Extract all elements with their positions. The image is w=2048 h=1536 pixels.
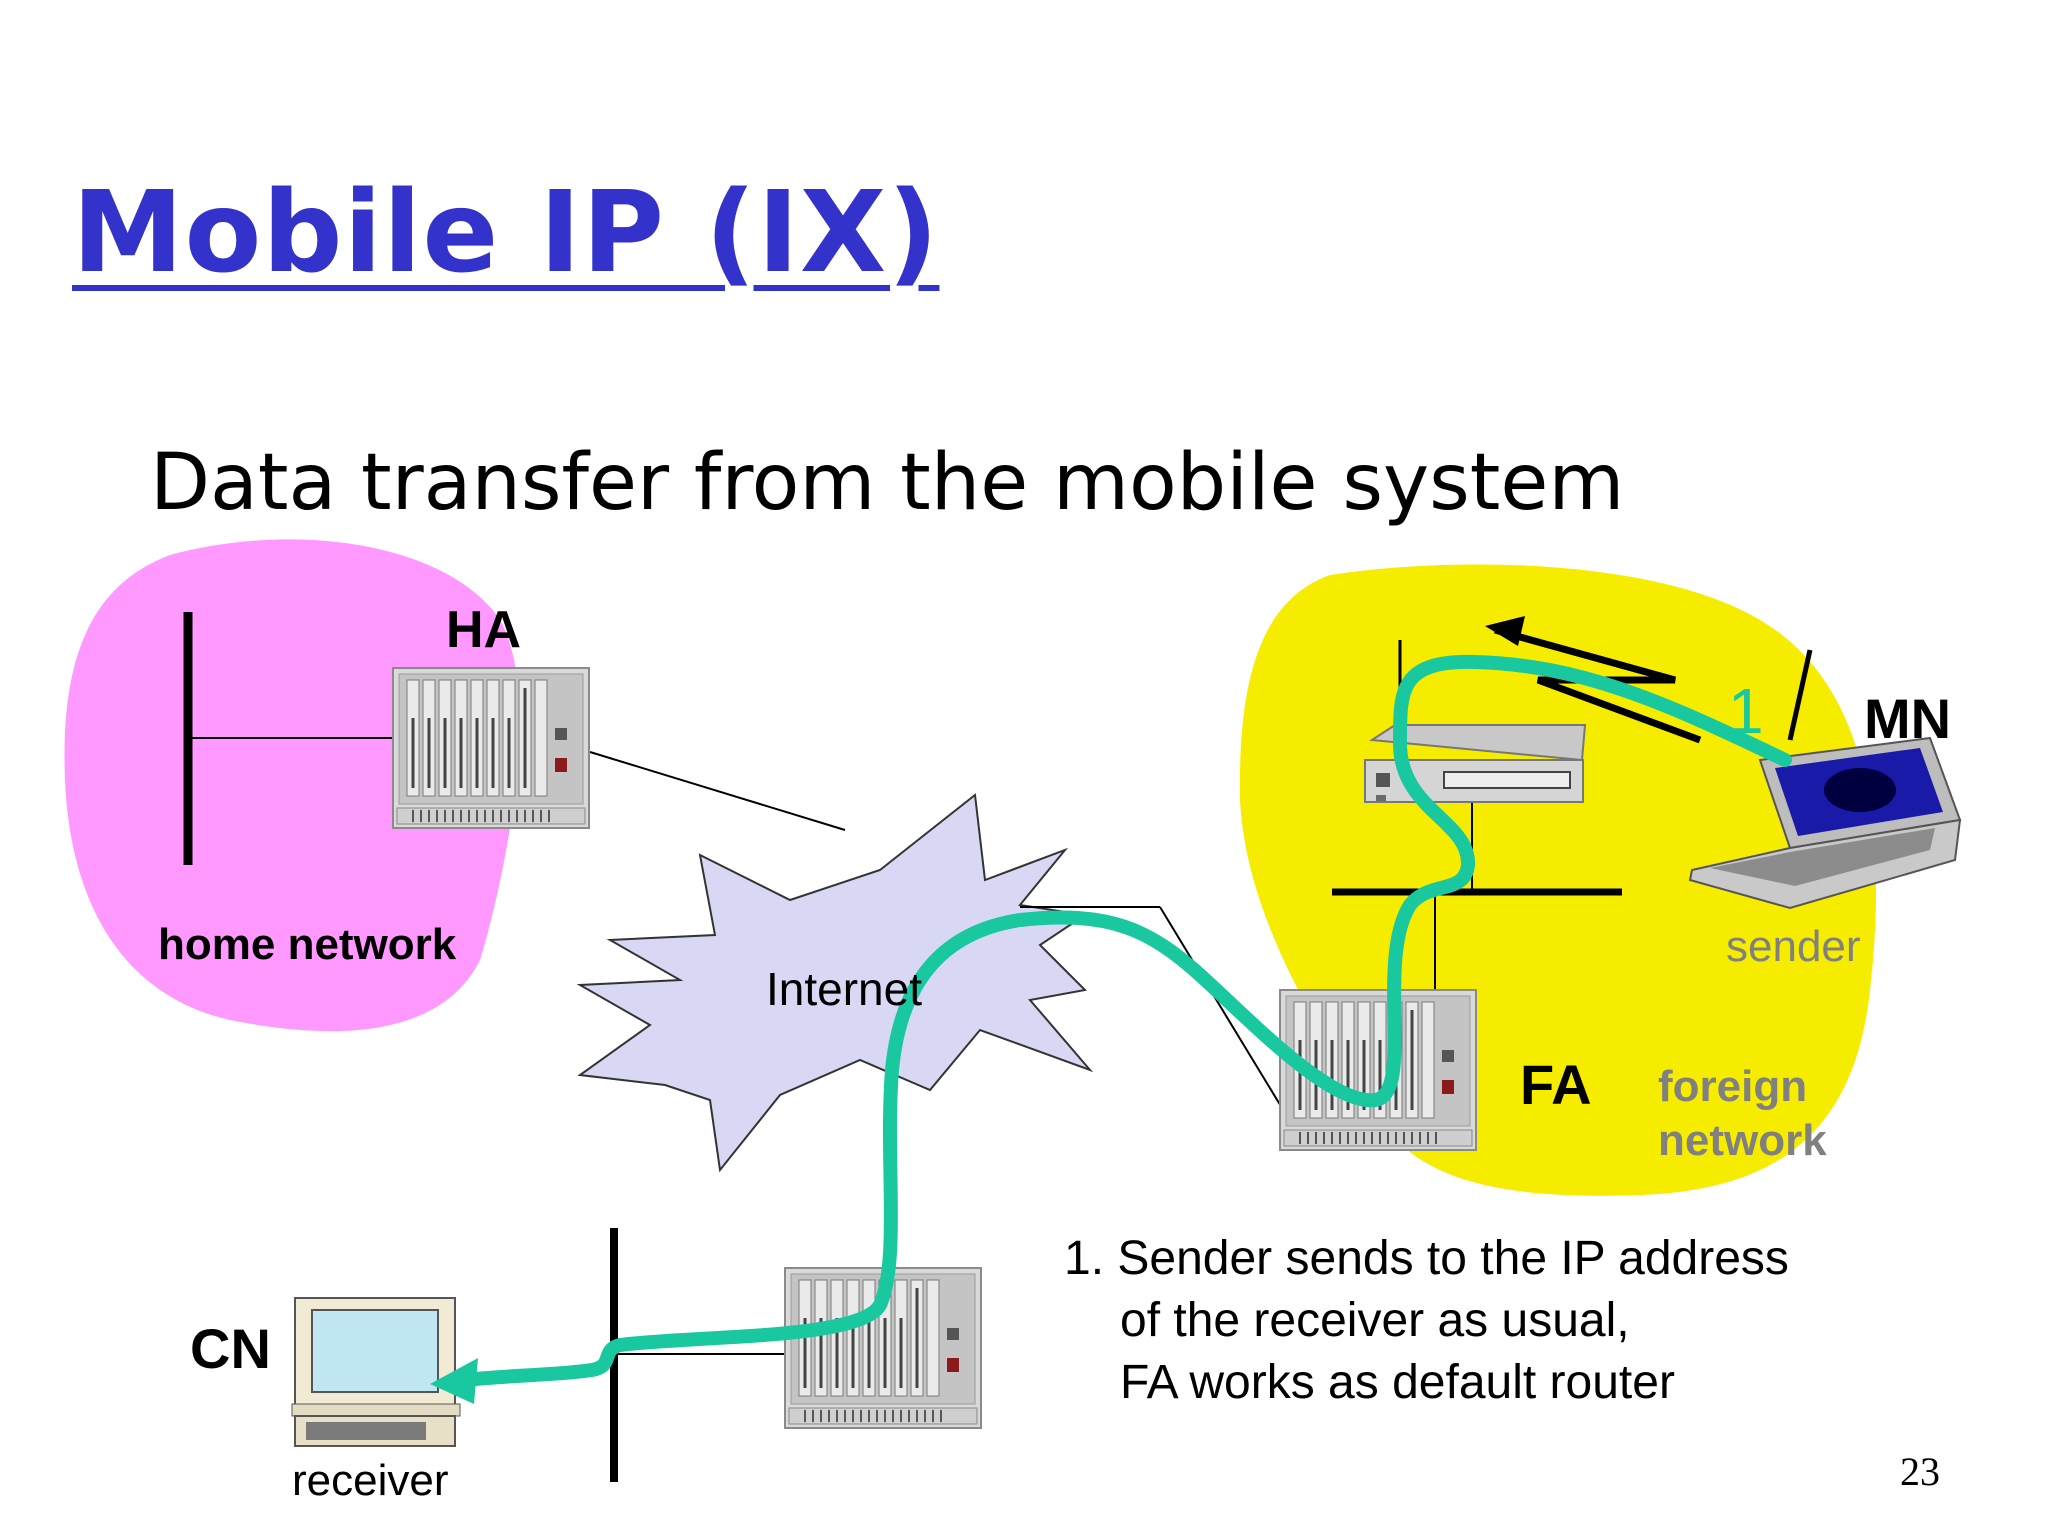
page-number: 23	[1900, 1449, 1940, 1494]
home-network-label: home network	[158, 920, 457, 969]
sender-label: sender	[1726, 922, 1861, 971]
foreign-network-label: foreign network	[1658, 1060, 1827, 1168]
internet-label: Internet	[766, 963, 922, 1015]
internet-cloud	[576, 793, 1094, 1173]
cn-label: CN	[190, 1317, 271, 1380]
mn-antenna-line	[1787, 649, 1813, 741]
step-description: 1. Sender sends to the IP address of the…	[1064, 1228, 1789, 1414]
ha-router	[391, 666, 591, 830]
laptop-mn	[1688, 736, 1962, 910]
step-number: 1.	[1064, 1232, 1105, 1285]
ha-internet-link	[589, 751, 846, 831]
step-text-2: of the receiver as usual,	[1120, 1294, 1630, 1347]
fa-label: FA	[1520, 1053, 1592, 1116]
fa-internet-link-2	[1159, 906, 1283, 1109]
foreign-network-label-line-1: foreign	[1658, 1062, 1808, 1111]
step-text-3: FA works as default router	[1120, 1356, 1675, 1409]
slide-title: Mobile IP (IX)	[72, 168, 940, 298]
data-path-arrowhead	[430, 1358, 478, 1404]
step-text-1: Sender sends to the IP address	[1117, 1232, 1789, 1285]
data-path	[459, 654, 1792, 1387]
home-network-area	[64, 539, 520, 1032]
wireless-arrowhead	[1485, 616, 1525, 646]
receiver-label: receiver	[292, 1456, 449, 1505]
foreign-network-label-line-2: network	[1658, 1116, 1827, 1165]
step-line-1: 1. Sender sends to the IP address	[1064, 1228, 1789, 1290]
ha-label: HA	[446, 601, 522, 659]
path-step-marker: 1	[1728, 675, 1764, 747]
cn-computer	[291, 1297, 461, 1447]
mn-label: MN	[1864, 687, 1952, 750]
slide-subtitle: Data transfer from the mobile system	[150, 438, 1625, 528]
